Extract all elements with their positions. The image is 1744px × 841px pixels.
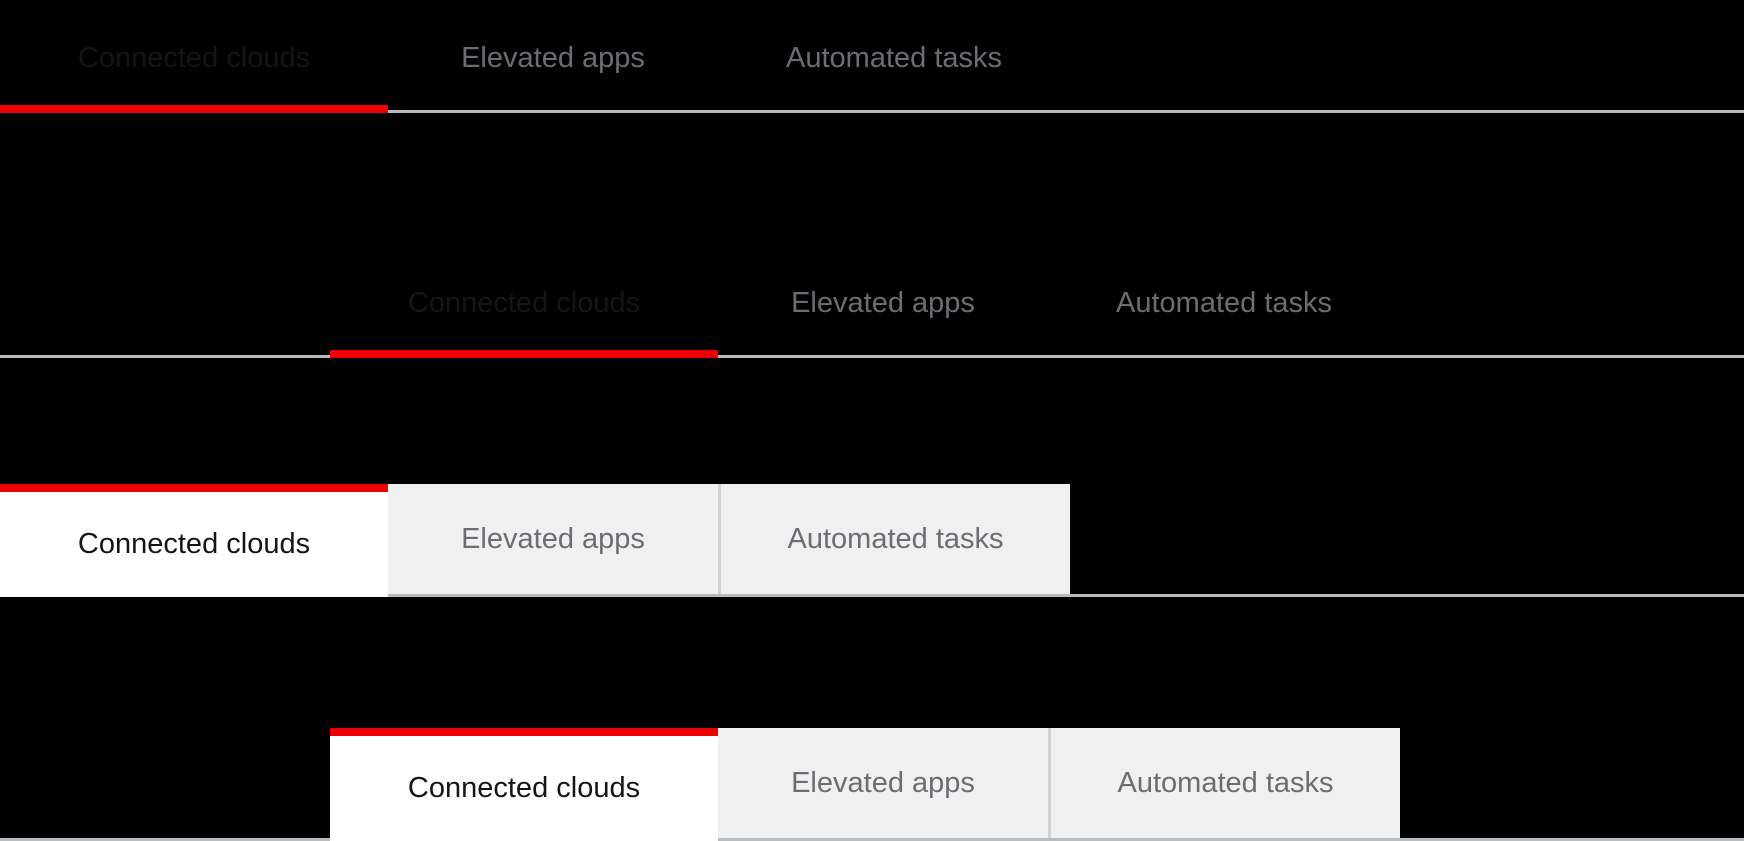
tabs-bottom-rule	[0, 355, 1744, 358]
tab-automated-tasks[interactable]: Automated tasks	[1048, 261, 1400, 358]
tab-label: Automated tasks	[1116, 287, 1332, 319]
tab-elevated-apps[interactable]: Elevated apps	[718, 261, 1048, 358]
tablist: Connected clouds Elevated apps Automated…	[330, 261, 1744, 358]
tab-label: Elevated apps	[791, 287, 975, 319]
tab-label: Automated tasks	[787, 522, 1004, 555]
tab-automated-tasks[interactable]: Automated tasks	[718, 16, 1070, 113]
tablist: Connected clouds Elevated apps Automated…	[330, 728, 1744, 841]
tab-connected-clouds[interactable]: Connected clouds	[330, 261, 718, 358]
tablist: Connected clouds Elevated apps Automated…	[0, 484, 1744, 597]
tab-label: Elevated apps	[461, 522, 645, 555]
tab-group-line-indented: Connected clouds Elevated apps Automated…	[0, 261, 1744, 358]
tab-elevated-apps[interactable]: Elevated apps	[718, 728, 1048, 838]
tablist: Connected clouds Elevated apps Automated…	[0, 16, 1744, 113]
tab-label: Automated tasks	[1117, 766, 1334, 799]
tab-label: Elevated apps	[791, 766, 975, 799]
tab-automated-tasks[interactable]: Automated tasks	[718, 484, 1070, 594]
tab-label: Connected clouds	[77, 42, 311, 74]
tab-automated-tasks[interactable]: Automated tasks	[1048, 728, 1400, 838]
tab-elevated-apps[interactable]: Elevated apps	[388, 16, 718, 113]
tabs-bottom-rule	[0, 110, 1744, 113]
tab-connected-clouds[interactable]: Connected clouds	[330, 728, 718, 841]
tab-label: Automated tasks	[786, 42, 1002, 74]
tab-connected-clouds[interactable]: Connected clouds	[0, 484, 388, 597]
tab-connected-clouds[interactable]: Connected clouds	[0, 16, 388, 113]
tab-group-box-indented: Connected clouds Elevated apps Automated…	[0, 728, 1744, 841]
tabs-bottom-rule	[0, 594, 1744, 597]
tab-group-line-default: Connected clouds Elevated apps Automated…	[0, 16, 1744, 113]
tab-label: Connected clouds	[77, 528, 311, 560]
tab-elevated-apps[interactable]: Elevated apps	[388, 484, 718, 594]
tab-label: Connected clouds	[407, 772, 641, 804]
tab-label: Elevated apps	[461, 42, 645, 74]
tab-label: Connected clouds	[407, 287, 641, 319]
tab-group-box-default: Connected clouds Elevated apps Automated…	[0, 484, 1744, 597]
